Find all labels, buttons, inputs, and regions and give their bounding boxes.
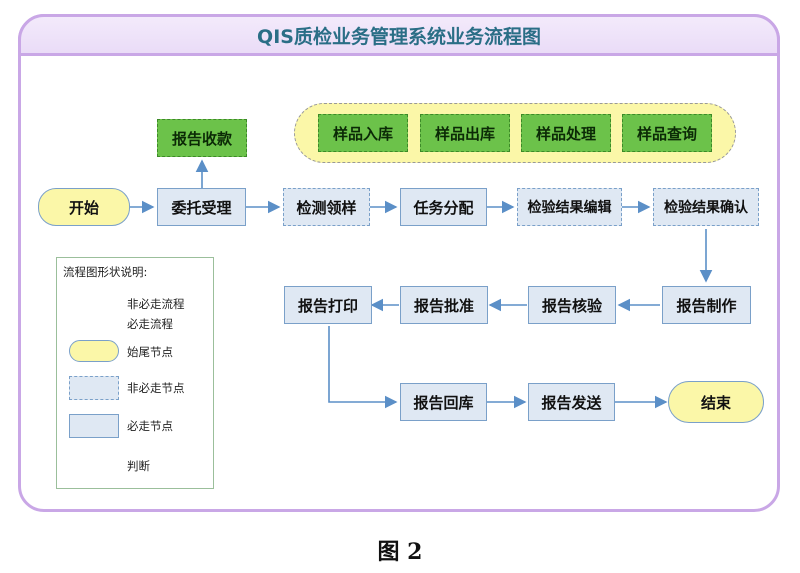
start-node: 开始: [38, 188, 130, 226]
legend-terminal-row: 始尾节点: [57, 340, 215, 366]
report-approve-node: 报告批准: [400, 286, 488, 324]
legend-optional-node-symbol: [69, 376, 119, 400]
legend-terminal-symbol: [69, 340, 119, 362]
legend-required-flow-row: 必走流程: [57, 312, 215, 338]
report-verify-node: 报告核验: [528, 286, 616, 324]
legend-required-node-label: 必走节点: [127, 419, 173, 433]
end-node: 结束: [668, 381, 764, 423]
legend-optional-flow-row: 非必走流程: [57, 292, 215, 318]
report-payment-node: 报告收款: [157, 119, 247, 157]
sample-out-node: 样品出库: [420, 114, 510, 152]
sample-in-node: 样品入库: [318, 114, 408, 152]
title-bar: QIS质检业务管理系统业务流程图: [18, 14, 780, 56]
legend-decision-row: 判断: [57, 454, 215, 480]
legend-optional-flow-label: 非必走流程: [127, 297, 185, 311]
legend-optional-node-label: 非必走节点: [127, 381, 185, 395]
report-archive-node: 报告回库: [400, 383, 487, 421]
task-assign-node: 任务分配: [400, 188, 487, 226]
report-print-node: 报告打印: [284, 286, 372, 324]
result-confirm-node: 检验结果确认: [653, 188, 759, 226]
report-send-node: 报告发送: [528, 383, 615, 421]
diagram-title: QIS质检业务管理系统业务流程图: [257, 25, 541, 48]
sample-process-node: 样品处理: [521, 114, 611, 152]
legend-decision-label: 判断: [127, 459, 150, 473]
legend-required-flow-label: 必走流程: [127, 317, 173, 331]
sample-query-node: 样品查询: [622, 114, 712, 152]
legend-terminal-label: 始尾节点: [127, 345, 173, 359]
result-edit-node: 检验结果编辑: [517, 188, 622, 226]
report-make-node: 报告制作: [662, 286, 751, 324]
entrust-node: 委托受理: [157, 188, 246, 226]
figure-caption: 图 2: [377, 539, 423, 565]
arrow-print-archive: [328, 326, 398, 409]
legend-title: 流程图形状说明:: [63, 265, 148, 279]
legend-required-node-symbol: [69, 414, 119, 438]
legend-box: 流程图形状说明: 非必走流程 必走流程 始尾节点 非必走节点 必走节点 判断: [56, 257, 214, 489]
legend-optional-node-row: 非必走节点: [57, 376, 215, 402]
sample-receive-node: 检测领样: [283, 188, 370, 226]
legend-required-node-row: 必走节点: [57, 414, 215, 440]
